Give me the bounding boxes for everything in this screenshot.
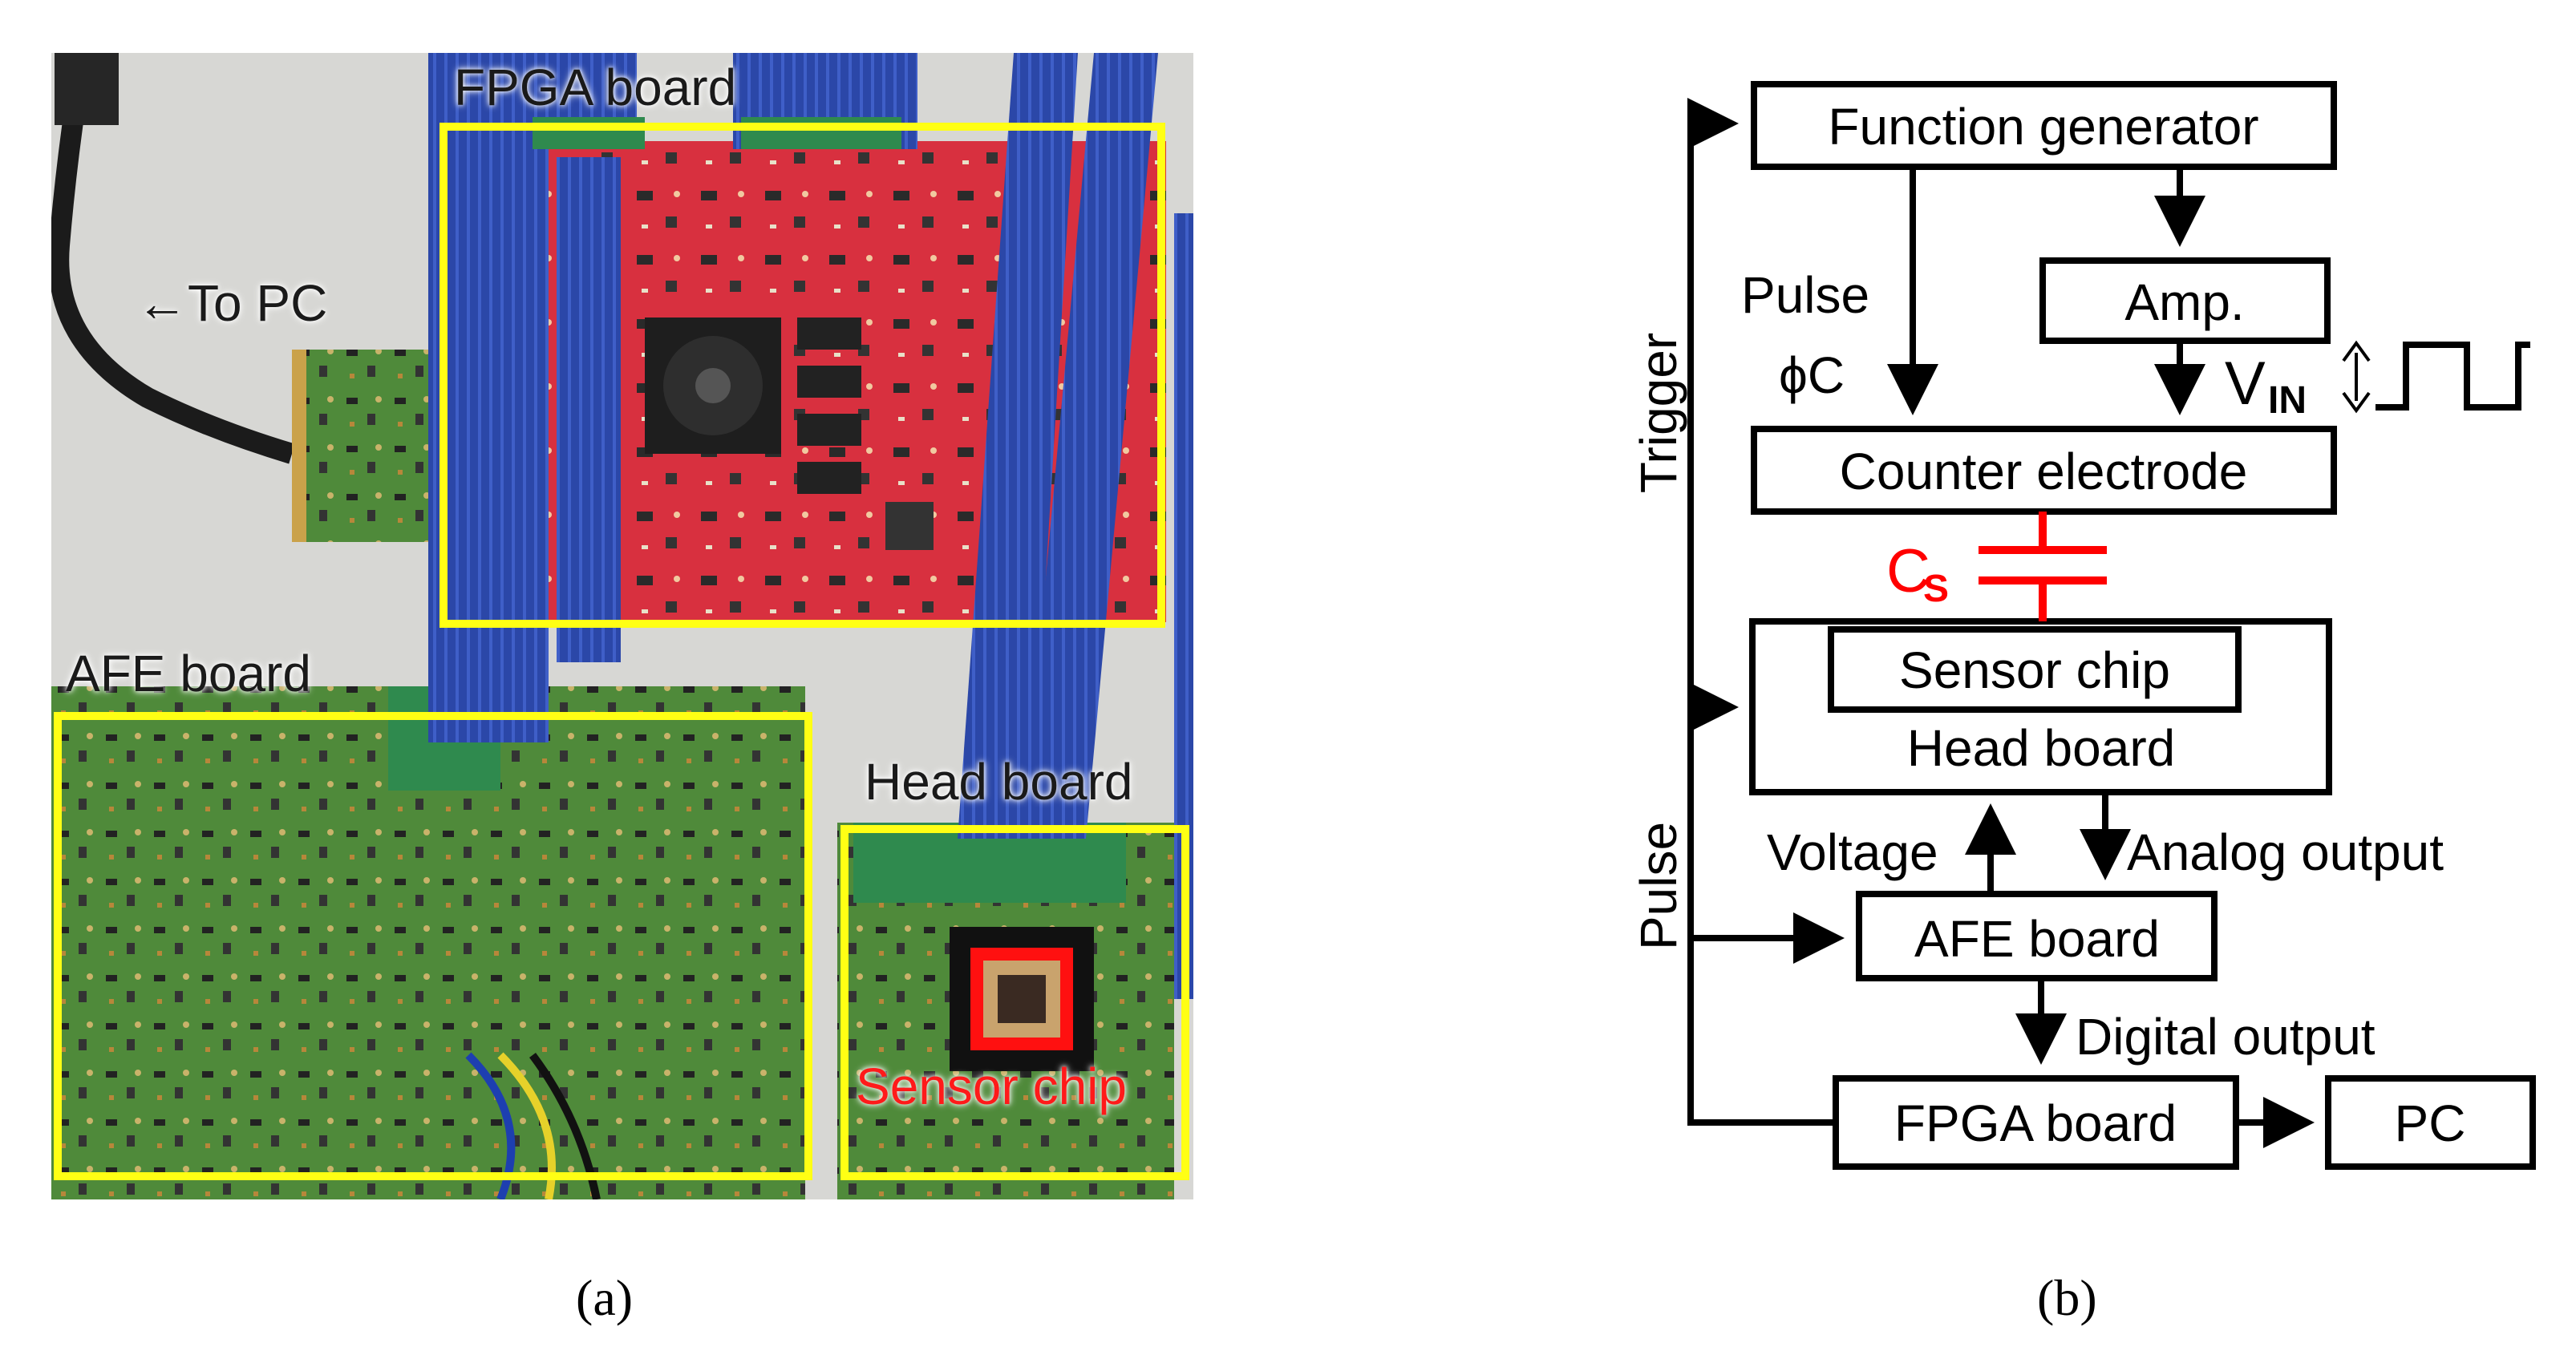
photo-label-fpga-board: FPGA board — [454, 59, 737, 116]
afe-board-label: AFE board — [1914, 910, 2160, 968]
vin-main: V — [2225, 350, 2266, 418]
head-highlight-box — [840, 825, 1189, 1180]
pc-label: PC — [2395, 1094, 2466, 1152]
photo-label-afe-board: AFE board — [66, 645, 311, 702]
phi-c-label: ϕC — [1779, 346, 1845, 404]
sensor-chip-label: Sensor chip — [1899, 641, 2170, 699]
analog-output-label: Analog output — [2127, 823, 2444, 881]
photo-label-head-board: Head board — [865, 753, 1133, 811]
head-board-label: Head board — [1907, 719, 2175, 777]
counter-electrode-label: Counter electrode — [1840, 443, 2248, 500]
pulse-vertical-label: Pulse — [1630, 822, 1687, 950]
board-photo — [51, 53, 1193, 1199]
amp-box — [2039, 257, 2331, 344]
photo-label-sensor-chip: Sensor chip — [856, 1058, 1127, 1115]
pulse-label: Pulse — [1741, 266, 1869, 324]
digital-output-label: Digital output — [2076, 1008, 2376, 1066]
fpga-highlight-box — [439, 123, 1165, 628]
capacitor-symbol — [1979, 512, 2107, 621]
function-generator-label: Function generator — [1828, 98, 2258, 156]
cs-subscript: S — [1923, 568, 1949, 610]
cs-label: C S — [1886, 537, 1949, 610]
trigger-line — [1687, 98, 1836, 1126]
pc-box — [2325, 1075, 2536, 1170]
photo-panel: FPGA board ←To PC AFE board Head board S… — [51, 53, 1193, 1199]
cs-main: C — [1886, 537, 1930, 605]
afe-highlight-box — [54, 712, 812, 1180]
vin-subscript: IN — [2268, 379, 2307, 422]
caption-b: (b) — [2037, 1269, 2097, 1326]
fpga-board-label: FPGA board — [1894, 1094, 2177, 1152]
vin-amplitude-arrow — [2342, 340, 2371, 414]
voltage-label: Voltage — [1767, 823, 1938, 881]
function-generator-box — [1751, 81, 2337, 170]
square-wave — [2376, 342, 2530, 411]
afe-board-box — [1856, 891, 2218, 981]
vin-label: V IN — [2225, 350, 2307, 422]
photo-label-to-pc: ←To PC — [136, 274, 328, 332]
amp-label: Amp. — [2124, 273, 2244, 331]
caption-a: (a) — [576, 1269, 634, 1326]
trigger-label: Trigger — [1630, 333, 1687, 493]
sensor-chip-box — [1828, 626, 2242, 713]
